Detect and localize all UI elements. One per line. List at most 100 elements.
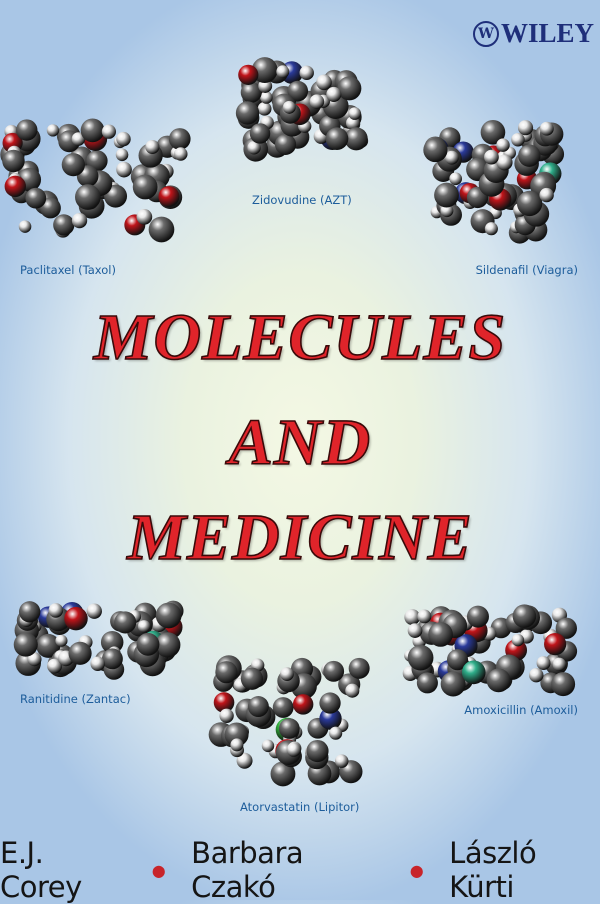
atom xyxy=(282,100,296,114)
atom xyxy=(136,632,160,656)
atom xyxy=(512,604,537,628)
atom xyxy=(480,119,506,145)
author-2: Barbara Czakó xyxy=(191,836,304,904)
atom xyxy=(326,86,342,102)
atom xyxy=(325,127,349,150)
atom xyxy=(484,149,499,165)
atom xyxy=(16,119,38,141)
atom xyxy=(552,657,567,672)
atom xyxy=(4,175,26,198)
atom xyxy=(440,671,466,697)
atom xyxy=(274,133,297,155)
atom xyxy=(47,658,63,674)
molecule-label-sildenafil: Sildenafil (Viagra) xyxy=(475,263,578,277)
atom xyxy=(64,606,88,631)
atom xyxy=(260,91,273,104)
atom xyxy=(486,668,511,693)
atom xyxy=(434,182,459,208)
atom xyxy=(215,661,238,684)
atom xyxy=(61,153,85,177)
atom xyxy=(230,738,244,752)
molecule-model-atorvastatin xyxy=(208,655,370,787)
atom xyxy=(168,128,191,150)
atom xyxy=(446,649,469,671)
atom xyxy=(466,605,489,628)
atom xyxy=(496,154,513,171)
atom xyxy=(449,172,463,186)
atom xyxy=(496,138,510,152)
atom xyxy=(116,131,131,147)
molecule-label-paclitaxel: Paclitaxel (Taxol) xyxy=(20,263,116,277)
atom xyxy=(306,739,329,763)
atom xyxy=(71,212,88,229)
atom xyxy=(213,692,235,713)
separator-dot: ● xyxy=(151,860,166,880)
atom xyxy=(249,123,271,144)
atom xyxy=(132,174,158,200)
atom xyxy=(115,148,129,162)
atom xyxy=(539,187,554,203)
wiley-seal-icon: W xyxy=(473,20,499,47)
atom xyxy=(25,187,47,209)
atom xyxy=(75,184,101,210)
title-line-3: MEDICINE xyxy=(126,500,473,575)
atom xyxy=(55,634,68,647)
atom xyxy=(13,632,38,657)
atom xyxy=(101,124,117,139)
molecule-label-ranitidine: Ranitidine (Zantac) xyxy=(20,692,131,706)
atom xyxy=(137,620,151,633)
atom xyxy=(444,150,459,165)
atom xyxy=(309,94,325,109)
atom xyxy=(461,660,486,685)
atom xyxy=(101,648,123,670)
atom xyxy=(287,80,309,102)
atom xyxy=(551,672,576,697)
atom xyxy=(90,656,105,671)
atom xyxy=(261,739,275,753)
author-3: László Kürti xyxy=(449,836,537,904)
title-line-2: AND xyxy=(228,405,372,480)
atom xyxy=(251,57,278,83)
atom xyxy=(68,641,92,665)
atom xyxy=(18,220,32,233)
atom xyxy=(323,660,345,682)
atom xyxy=(299,65,314,81)
atom xyxy=(116,161,132,178)
atom xyxy=(19,601,41,623)
wiley-logo: W WILEY xyxy=(473,18,594,49)
molecule-model-zidovudine xyxy=(235,57,369,162)
title-line-1: MOLECULES xyxy=(93,300,507,375)
molecule-model-paclitaxel xyxy=(0,118,191,243)
atom xyxy=(40,197,61,219)
atom xyxy=(417,609,432,624)
atom xyxy=(511,132,525,147)
atom xyxy=(404,609,421,626)
atom xyxy=(235,101,260,125)
atom xyxy=(423,137,448,163)
atom xyxy=(316,74,332,91)
publisher-name: WILEY xyxy=(501,18,595,48)
atom xyxy=(238,64,259,85)
atom xyxy=(334,754,349,768)
atom xyxy=(114,611,137,634)
atom xyxy=(80,118,105,143)
molecule-label-amoxicillin: Amoxicillin (Amoxil) xyxy=(464,703,578,717)
atom xyxy=(155,632,181,658)
atom xyxy=(319,707,342,730)
atom xyxy=(86,603,102,619)
atom xyxy=(539,121,554,136)
atom xyxy=(511,633,525,647)
atom xyxy=(224,722,249,747)
atom xyxy=(174,147,188,161)
atom xyxy=(53,214,75,236)
atom xyxy=(518,144,541,167)
atom xyxy=(345,683,360,698)
atom xyxy=(158,186,180,208)
atom xyxy=(155,602,182,629)
atom xyxy=(428,622,453,647)
atom xyxy=(286,742,301,757)
atom xyxy=(329,726,343,740)
atom xyxy=(148,216,175,243)
atom xyxy=(257,101,272,116)
